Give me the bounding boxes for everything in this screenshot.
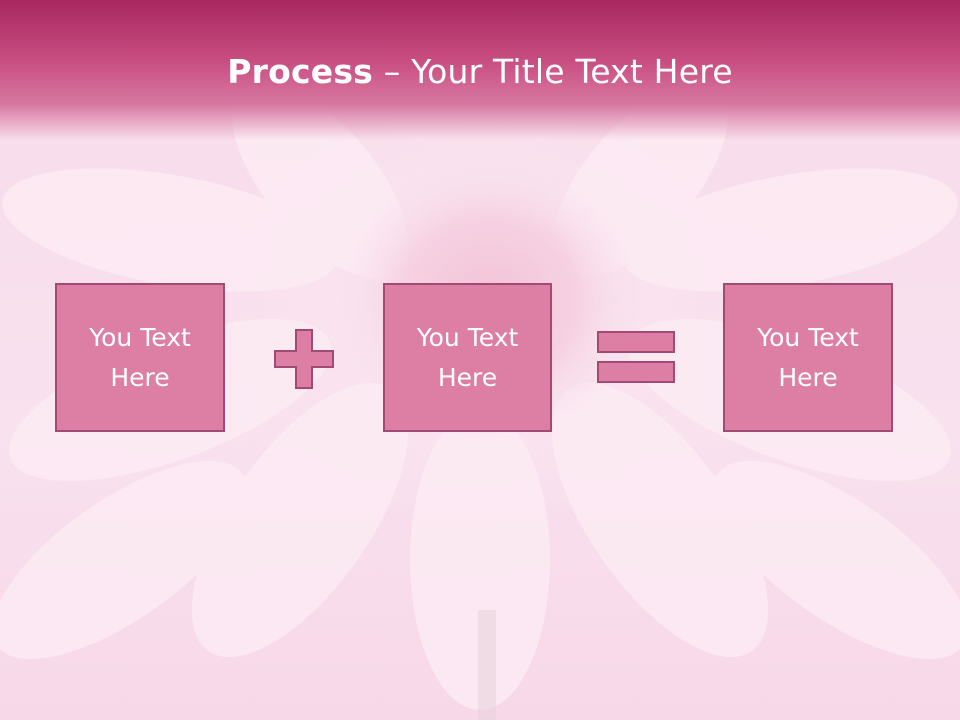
equals-icon: [597, 331, 675, 383]
plus-icon: [274, 329, 334, 389]
process-box-1[interactable]: You Text Here: [55, 283, 225, 432]
process-box-1-label: You Text Here: [89, 322, 191, 392]
process-box-2[interactable]: You Text Here: [383, 283, 552, 432]
title-bold: Process: [227, 52, 374, 91]
title-bar: [0, 0, 960, 140]
slide-title: Process – Your Title Text Here: [0, 52, 960, 91]
process-box-3[interactable]: You Text Here: [723, 283, 893, 432]
process-box-2-label: You Text Here: [416, 322, 519, 392]
process-box-3-label: You Text Here: [757, 322, 859, 392]
title-rest: – Your Title Text Here: [373, 52, 733, 91]
